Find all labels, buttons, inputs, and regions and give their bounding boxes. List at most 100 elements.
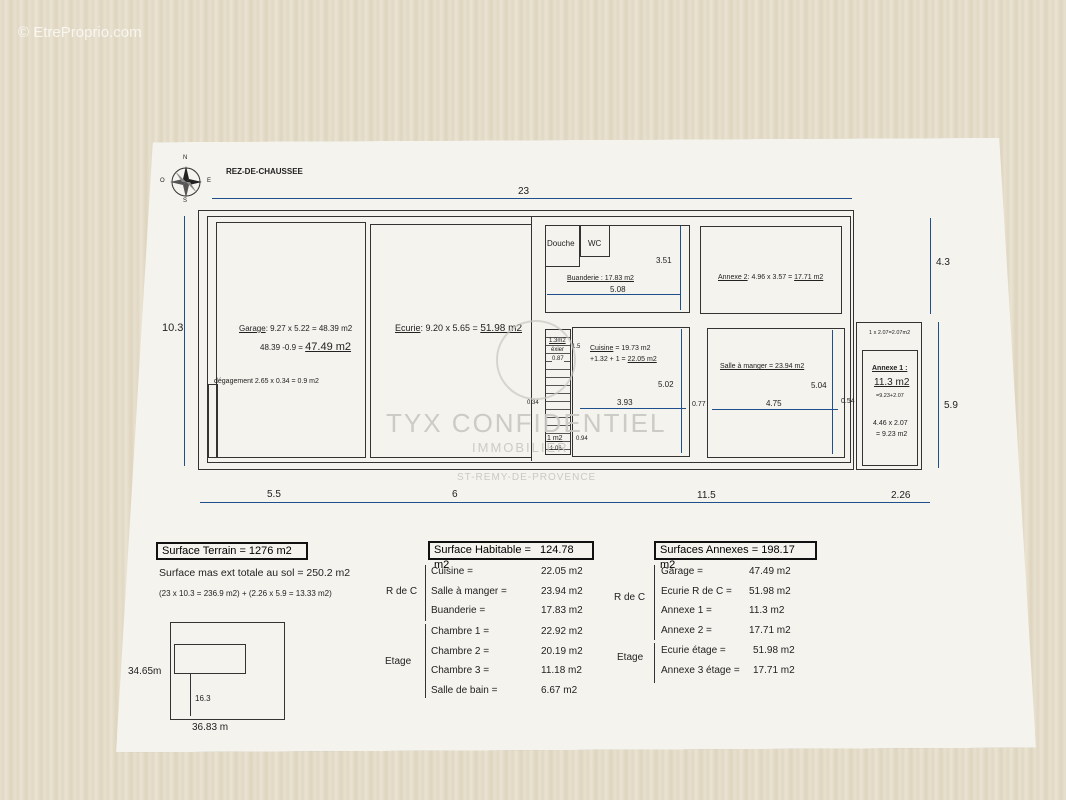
cuisine-calc2: +1.32 + 1 =: [590, 356, 628, 363]
summary-row-label: Chambre 1 =: [431, 626, 490, 637]
douche-label: Douche: [547, 239, 575, 248]
dim-094: 0.94: [576, 436, 588, 442]
garage-line2: 48.39 -0.9 = 47.49 m2: [260, 341, 351, 353]
dim-106: 1.06: [550, 446, 562, 452]
terrain-bottom: 36.83 m: [192, 722, 229, 733]
plan-title: REZ-DE-CHAUSSEE: [226, 167, 303, 176]
wc-label: WC: [588, 239, 602, 248]
terrain-calc: (23 x 10.3 = 236.9 m2) + (2.26 x 5.9 = 1…: [159, 589, 332, 598]
dim-line-height: [184, 216, 185, 466]
annexe1-value: 11.3 m2: [874, 377, 910, 388]
dim-line-43: [930, 218, 931, 314]
dim-line-502: [681, 329, 682, 453]
habitable-title-value: 124.78 m2: [434, 544, 574, 571]
summary-row: Chambre 2 =20.19 m2: [431, 646, 621, 662]
dim-351: 3.51: [656, 256, 672, 265]
compass-o: O: [160, 178, 165, 184]
ecurie-value: 51.98 m2: [480, 323, 523, 334]
dim-line-total: [212, 198, 852, 199]
annexe1-inner: [862, 350, 918, 466]
compass-e: E: [207, 178, 212, 184]
dim-502: 5.02: [658, 380, 674, 389]
garage-calc: : 9.27 x 5.22 = 48.39 m2: [265, 324, 353, 333]
brand-sub: IMMOBILIER: [472, 440, 569, 455]
dim-393: 3.93: [617, 398, 633, 407]
annexe1-line: =9.23+2.07: [876, 393, 904, 399]
room-wc: [580, 225, 610, 257]
terrain-title-box: Surface Terrain = 1276 m2: [156, 542, 308, 560]
terrain-title: Surface Terrain = 1276 m2: [162, 545, 292, 557]
garage-label: Garage: [239, 324, 266, 333]
annexes-title-box: Surfaces Annexes = 198.17 m2: [654, 541, 817, 571]
summary-row: Ecurie étage =51.98 m2: [661, 645, 833, 661]
habitable-brace2: [425, 624, 426, 698]
summary-row-value: 51.98 m2: [753, 645, 795, 656]
dim-height: 10.3: [162, 322, 184, 334]
ecurie-calc: : 9.20 x 5.65 =: [420, 323, 481, 333]
summary-row-value: 17.71 m2: [753, 664, 795, 676]
cuisine-value: 22.05 m2: [627, 356, 657, 363]
habitable-brace1: [425, 565, 426, 621]
summary-row-label: Salle de bain =: [431, 684, 498, 696]
dim-bottom-2: 6: [452, 489, 458, 500]
summary-row-label: Annexe 1 =: [661, 605, 712, 616]
annexe2-calc: : 4.96 x 3.57 =: [747, 274, 795, 281]
cuisine-calc: = 19.73 m2: [615, 345, 651, 352]
summary-row-label: Chambre 3 =: [431, 665, 490, 676]
habitable-title: Surface Habitable =: [434, 544, 531, 556]
ecurie-label: Ecurie: [395, 323, 421, 333]
watermark-text: © EtreProprio.com: [18, 24, 142, 41]
summary-row-value: 11.3 m2: [749, 605, 785, 616]
room-cuisine: [572, 327, 690, 457]
summary-row: Buanderie =17.83 m2: [431, 605, 621, 621]
summary-row-value: 6.67 m2: [541, 684, 578, 696]
room-annexe1: [856, 322, 922, 470]
summary-row-label: Annexe 2 =: [661, 624, 712, 636]
brand-logo-icon: [496, 320, 576, 400]
annexes-title: Surfaces Annexes = 198.17 m2: [660, 544, 795, 571]
summary-row-label: Salle à manger =: [431, 585, 507, 597]
dim-1m2: 1 m2: [547, 435, 563, 442]
annexe1-calc2: = 9.23 m2: [876, 431, 908, 438]
summary-row: Chambre 3 = 11.18 m2: [431, 665, 621, 681]
habitable-group2: Etage: [385, 656, 412, 667]
garage-calc2: 48.39 -0.9 =: [260, 343, 306, 352]
annexe1-label: Annexe 1 :: [872, 365, 908, 372]
annexes-brace2: [654, 643, 655, 683]
summary-row-value: 17.71 m2: [749, 624, 791, 636]
compass-s: S: [183, 198, 188, 204]
degagement-zone: [208, 384, 218, 458]
summary-row-label: Buanderie =: [431, 605, 486, 616]
summary-row-value: 22.92 m2: [541, 626, 583, 637]
habitable-title-box: Surface Habitable = 124.78 m2: [428, 541, 594, 571]
annexe1-calc1: 4.46 x 2.07: [873, 420, 908, 427]
summary-row-label: Garage =: [661, 566, 703, 577]
summary-row-value: 11.18 m2: [541, 665, 582, 676]
salle-manger-label: Salle à manger = 23.94 m2: [720, 363, 805, 370]
dim-line-351: [680, 226, 681, 310]
building-inner-outline: [207, 216, 851, 463]
summary-row: Annexe 3 étage =17.71 m2: [661, 665, 833, 681]
dim-line-508: [547, 294, 680, 295]
terrain-mas: Surface mas ext totale au sol = 250.2 m2: [159, 567, 351, 579]
summary-row: Ecurie R de C =51.98 m2: [661, 586, 829, 602]
dim-line-226: [864, 502, 930, 503]
dim-line-55: [200, 502, 360, 503]
dim-line-393: [580, 408, 686, 409]
room-douche: [545, 225, 580, 267]
room-salle-a-manger: [707, 328, 845, 458]
summary-row-value: 22.05 m2: [541, 566, 583, 577]
room-garage: [216, 222, 366, 458]
summary-row: Annexe 1 = 11.3 m2: [661, 605, 829, 621]
compass-rose-icon: [170, 166, 202, 198]
summary-row-value: 23.94 m2: [541, 585, 583, 597]
terrain-house: [174, 644, 246, 674]
cuisine-line2: +1.32 + 1 = 22.05 m2: [590, 356, 657, 363]
annexe1-top: 1 x 2.07=2.07m2: [869, 330, 911, 336]
buanderie-label: Buanderie : 17.83 m2: [567, 275, 634, 282]
terrain-dim-inner: [190, 674, 191, 716]
brand-city: ST-REMY-DE-PROVENCE: [457, 472, 597, 483]
dim-bottom-1: 5.5: [267, 489, 281, 500]
ecurie-line: Ecurie: 9.20 x 5.65 = 51.98 m2: [395, 323, 522, 334]
brand-name: TYX CONFIDENTIEL: [386, 408, 667, 438]
